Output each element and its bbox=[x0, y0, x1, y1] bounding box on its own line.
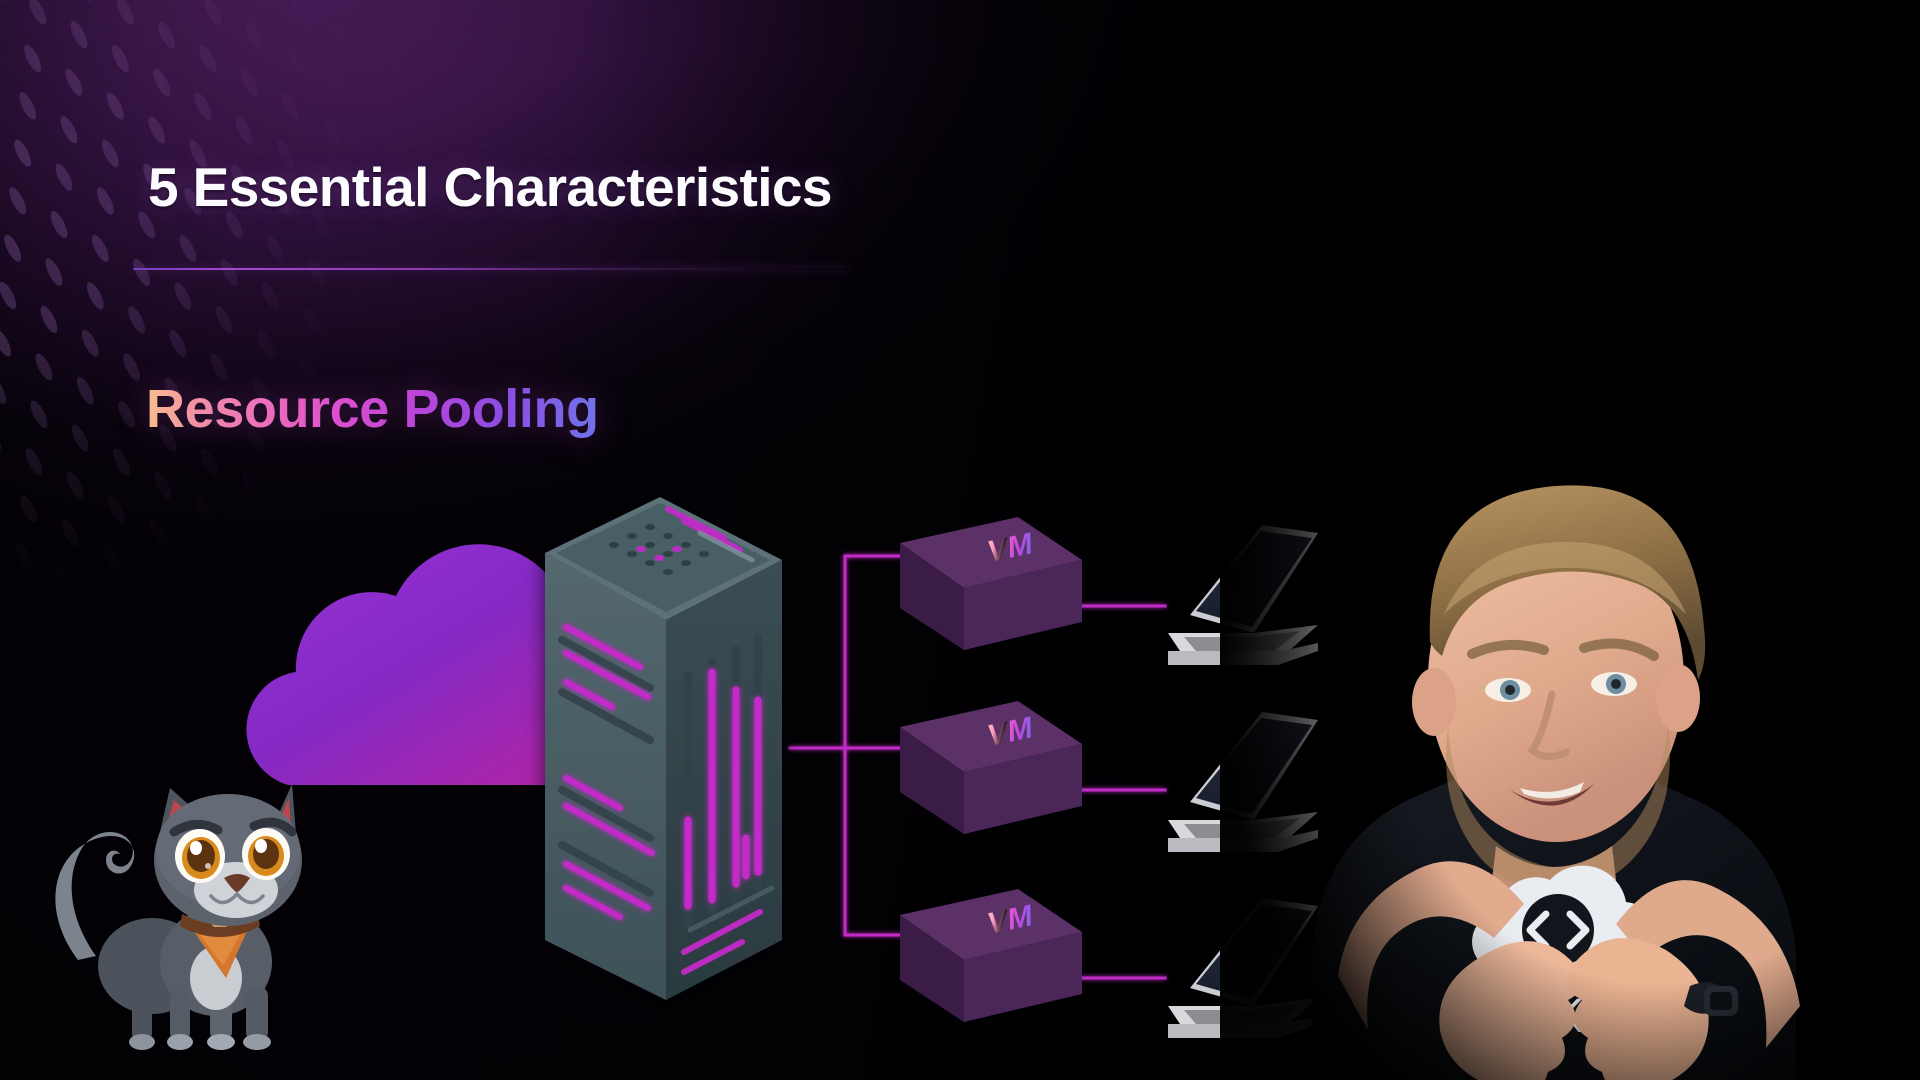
server-rack bbox=[545, 497, 782, 1000]
client-laptop-3 bbox=[1168, 898, 1318, 1038]
page-title: 5 Essential Characteristics bbox=[148, 156, 833, 218]
vm-box-1: VM bbox=[900, 517, 1082, 650]
kodekloud-cat-mascot bbox=[55, 784, 302, 1050]
title-divider bbox=[133, 268, 848, 270]
client-laptop-1 bbox=[1168, 525, 1318, 665]
connector-lines bbox=[788, 554, 1167, 980]
client-laptop-2 bbox=[1168, 712, 1318, 852]
subtitle: Resource Pooling bbox=[146, 379, 599, 439]
vm-box-2: VM bbox=[900, 701, 1082, 834]
vm-box-3: VM bbox=[900, 889, 1082, 1022]
